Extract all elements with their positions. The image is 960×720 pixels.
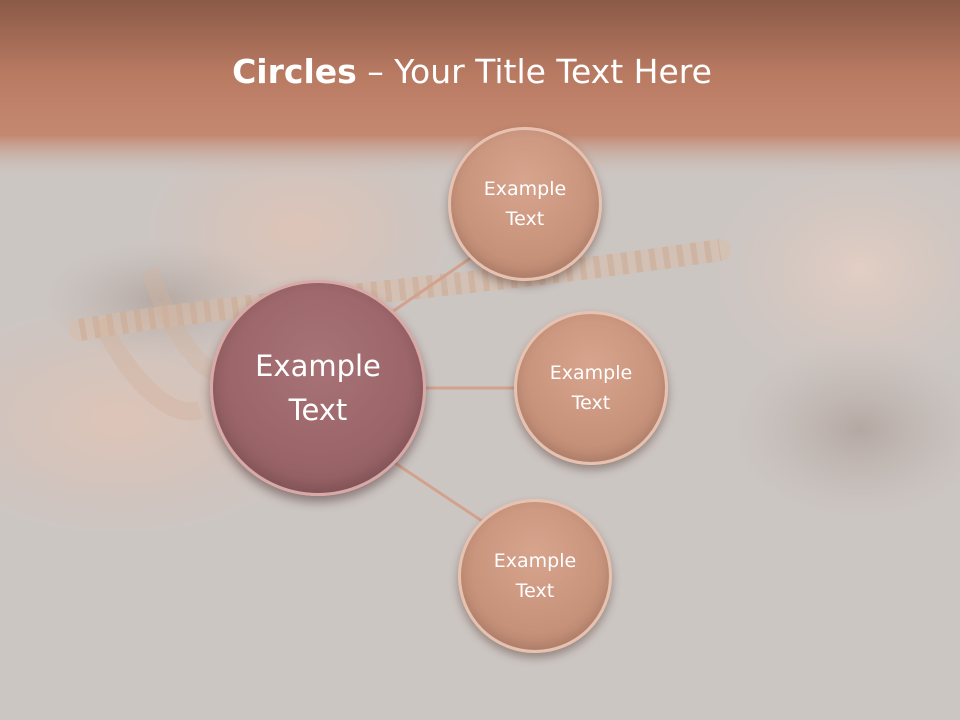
title-rest-part: – Your Title Text Here <box>356 52 712 91</box>
connector-bottom <box>394 461 486 525</box>
center-circle[interactable]: Example Text <box>210 280 426 496</box>
satellite-circle-bottom[interactable]: Example Text <box>458 499 612 653</box>
slide-title: Circles – Your Title Text Here <box>0 52 944 91</box>
satellite-circle-label: Example Text <box>483 178 567 230</box>
satellite-circle-label: Example Text <box>549 362 633 414</box>
satellite-circle-label: Example Text <box>493 550 577 602</box>
title-bold-part: Circles <box>232 52 357 91</box>
satellite-circle-middle[interactable]: Example Text <box>514 311 668 465</box>
connector-top <box>391 253 476 314</box>
satellite-circle-top[interactable]: Example Text <box>448 127 602 281</box>
center-circle-label: Example Text <box>255 349 381 427</box>
